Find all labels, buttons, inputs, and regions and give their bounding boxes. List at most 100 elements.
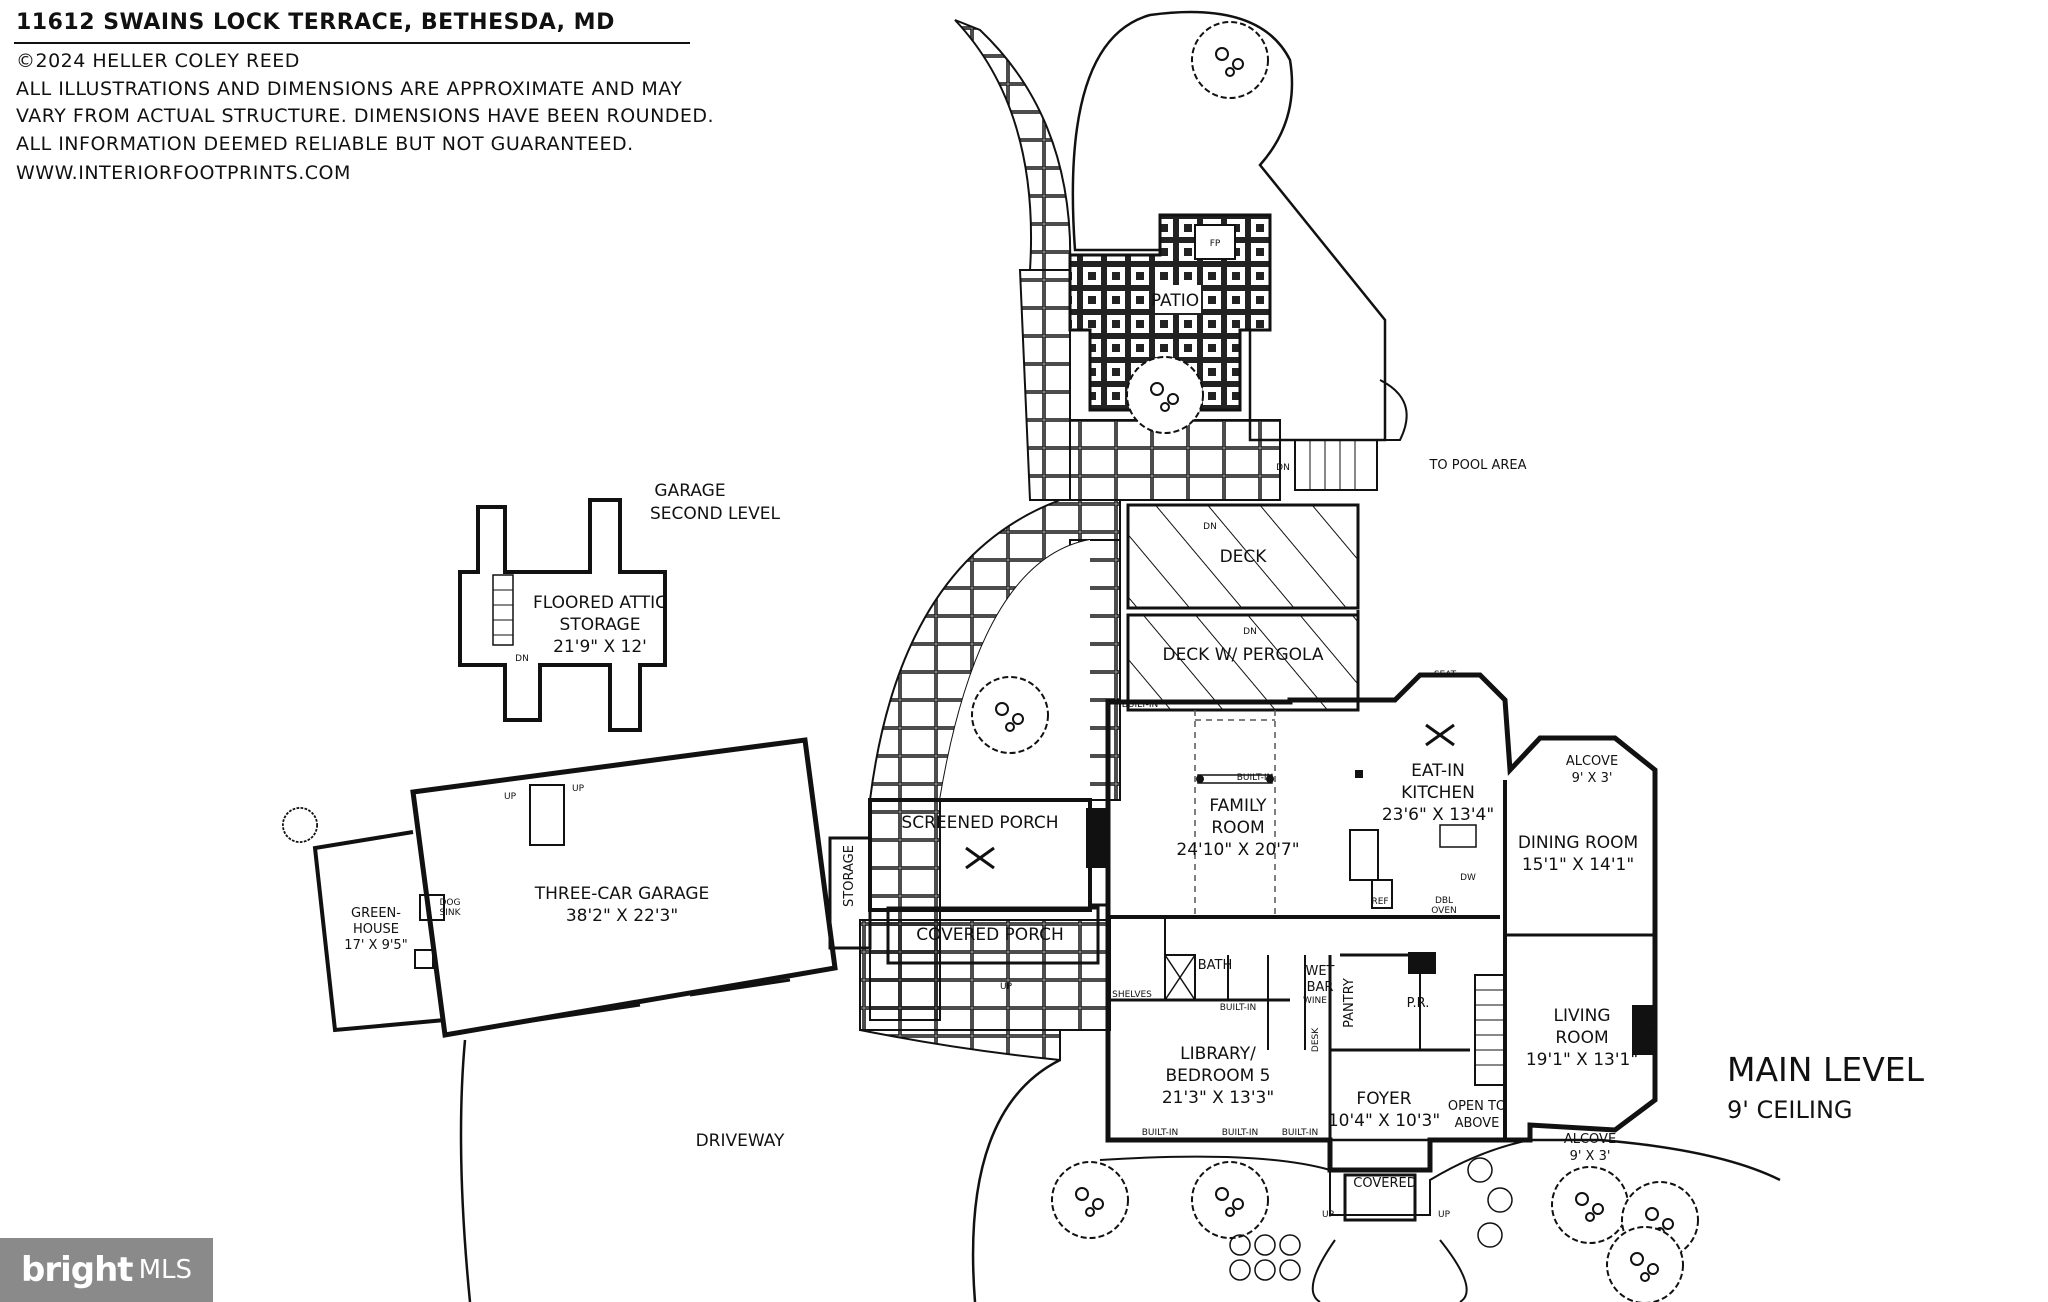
label-alcove-bottom-dim: 9' X 3' bbox=[1569, 1149, 1611, 1164]
label-living-2: ROOM bbox=[1555, 1028, 1609, 1048]
label-up: UP bbox=[1321, 1210, 1335, 1220]
label-to-pool: TO POOL AREA bbox=[1429, 458, 1527, 473]
label-screened-porch: SCREENED PORCH bbox=[901, 813, 1059, 833]
label-deck-pergola: DECK W/ PERGOLA bbox=[1162, 645, 1324, 665]
label-up: UP bbox=[571, 784, 585, 794]
label-family-room: ROOM bbox=[1211, 818, 1265, 838]
label-garage-dim: 38'2" X 22'3" bbox=[565, 906, 679, 926]
label-family: FAMILY bbox=[1209, 796, 1267, 816]
label-dog-sink: DOG bbox=[439, 898, 461, 908]
driveway-edge bbox=[459, 1039, 472, 1302]
label-dbl-oven-2: OVEN bbox=[1431, 906, 1457, 916]
label-storage: STORAGE bbox=[842, 845, 857, 907]
property-address: 11612 SWAINS LOCK TERRACE, BETHESDA, MD bbox=[16, 10, 615, 35]
level-title: MAIN LEVEL bbox=[1727, 1050, 1925, 1089]
tree-icon bbox=[1551, 1166, 1629, 1244]
label-open-above-2: ABOVE bbox=[1454, 1116, 1500, 1131]
disclaimer-line: VARY FROM ACTUAL STRUCTURE. DIMENSIONS H… bbox=[16, 105, 715, 127]
kitchen-island bbox=[1349, 829, 1379, 881]
label-dn: DN bbox=[1276, 463, 1290, 473]
deck bbox=[1126, 503, 1360, 610]
steps-to-pool bbox=[1294, 439, 1378, 491]
garage-outline bbox=[312, 737, 838, 1038]
label-built-in: BUILT-IN bbox=[1219, 1003, 1257, 1013]
label-garage-second-level: SECOND LEVEL bbox=[649, 504, 781, 524]
attic-outline bbox=[458, 498, 667, 732]
label-built-in: BUILT-IN bbox=[1221, 1128, 1259, 1138]
ceiling-fan-icon bbox=[1425, 723, 1455, 747]
label-library: LIBRARY/ bbox=[1180, 1044, 1256, 1064]
label-alcove-top: ALCOVE bbox=[1565, 754, 1619, 769]
label-dw: DW bbox=[1460, 873, 1476, 883]
label-wine: WINE bbox=[1303, 996, 1327, 1006]
label-living: LIVING bbox=[1553, 1006, 1611, 1026]
label-open-above: OPEN TO bbox=[1447, 1099, 1507, 1114]
label-attic: FLOORED ATTIC bbox=[532, 593, 668, 613]
label-library-2: BEDROOM 5 bbox=[1165, 1066, 1271, 1086]
deck-pergola bbox=[1126, 613, 1360, 712]
front-walk bbox=[971, 1058, 1781, 1302]
label-up: UP bbox=[1437, 1210, 1451, 1220]
tree-icon bbox=[1191, 21, 1269, 99]
label-attic-storage: STORAGE bbox=[559, 615, 641, 635]
label-family-dim: 24'10" X 20'7" bbox=[1176, 840, 1300, 860]
label-covered: COVERED bbox=[1353, 1176, 1417, 1191]
disclaimer-line: ALL ILLUSTRATIONS AND DIMENSIONS ARE APP… bbox=[16, 78, 683, 100]
house-outline bbox=[1105, 672, 1658, 1173]
patio bbox=[1068, 213, 1272, 412]
label-living-dim: 19'1" X 13'1" bbox=[1525, 1050, 1639, 1070]
shrubs bbox=[1229, 1157, 1513, 1281]
label-ref: REF bbox=[1371, 897, 1389, 907]
label-alcove-bottom: ALCOVE bbox=[1563, 1132, 1617, 1147]
ceiling-fan-icon bbox=[965, 846, 995, 870]
label-built-in: BUILT-IN bbox=[1141, 1128, 1179, 1138]
label-dining-dim: 15'1" X 14'1" bbox=[1521, 855, 1635, 875]
label-dog-sink-2: SINK bbox=[439, 908, 461, 918]
label-dbl-oven: DBL bbox=[1434, 896, 1454, 906]
label-greenhouse: GREEN- bbox=[351, 906, 401, 921]
label-alcove-top-dim: 9' X 3' bbox=[1571, 771, 1613, 786]
label-dining: DINING ROOM bbox=[1517, 833, 1639, 853]
label-built-in: BUILT-IN bbox=[1236, 773, 1274, 783]
label-built-in: BUILT-IN bbox=[1121, 700, 1159, 710]
logo-mls-text: MLS bbox=[138, 1255, 192, 1285]
label-up: UP bbox=[999, 982, 1013, 992]
bright-mls-logo: bright MLS bbox=[0, 1238, 213, 1302]
main-stairs bbox=[1474, 974, 1506, 1086]
label-patio: PATIO bbox=[1150, 291, 1200, 311]
label-covered-porch: COVERED PORCH bbox=[916, 925, 1064, 945]
family-room-beams bbox=[1194, 710, 1276, 915]
label-foyer: FOYER bbox=[1356, 1089, 1412, 1109]
label-fp: FP bbox=[1209, 239, 1221, 249]
label-built-in: BUILT-IN bbox=[1281, 1128, 1319, 1138]
porches bbox=[828, 798, 1110, 965]
label-garage: THREE-CAR GARAGE bbox=[534, 884, 710, 904]
website-text: WWW.INTERIORFOOTPRINTS.COM bbox=[16, 162, 351, 184]
label-kitchen-dim: 23'6" X 13'4" bbox=[1381, 805, 1495, 825]
label-dn: DN bbox=[1243, 627, 1257, 637]
label-wet-bar: WET bbox=[1305, 964, 1335, 979]
label-dn: DN bbox=[1203, 522, 1217, 532]
label-seat: SEAT bbox=[1433, 670, 1457, 680]
tree-icon bbox=[1126, 356, 1204, 434]
label-fp-living: FP bbox=[1646, 1027, 1658, 1037]
label-desk: DESK bbox=[1311, 1027, 1321, 1053]
tree-icon bbox=[971, 676, 1049, 754]
label-garage-second: GARAGE bbox=[654, 481, 726, 501]
label-wet-bar-2: BAR bbox=[1306, 980, 1334, 995]
level-ceiling: 9' CEILING bbox=[1727, 1096, 1853, 1124]
label-attic-dim: 21'9" X 12' bbox=[553, 637, 647, 657]
label-deck: DECK bbox=[1219, 547, 1267, 567]
attic-stairs bbox=[492, 574, 514, 646]
logo-bright-text: bright bbox=[21, 1250, 134, 1290]
tree-icon bbox=[1606, 1226, 1684, 1302]
label-pr: P.R. bbox=[1406, 996, 1430, 1011]
label-kitchen: EAT-IN bbox=[1411, 761, 1465, 781]
label-shelves: SHELVES bbox=[1112, 990, 1152, 1000]
label-foyer-dim: 10'4" X 10'3" bbox=[1327, 1111, 1441, 1131]
label-pantry: PANTRY bbox=[1342, 978, 1357, 1028]
label-kitchen-2: KITCHEN bbox=[1401, 783, 1475, 803]
disclaimer-line: ALL INFORMATION DEEMED RELIABLE BUT NOT … bbox=[16, 133, 634, 155]
lawn-outline bbox=[1071, 10, 1387, 442]
